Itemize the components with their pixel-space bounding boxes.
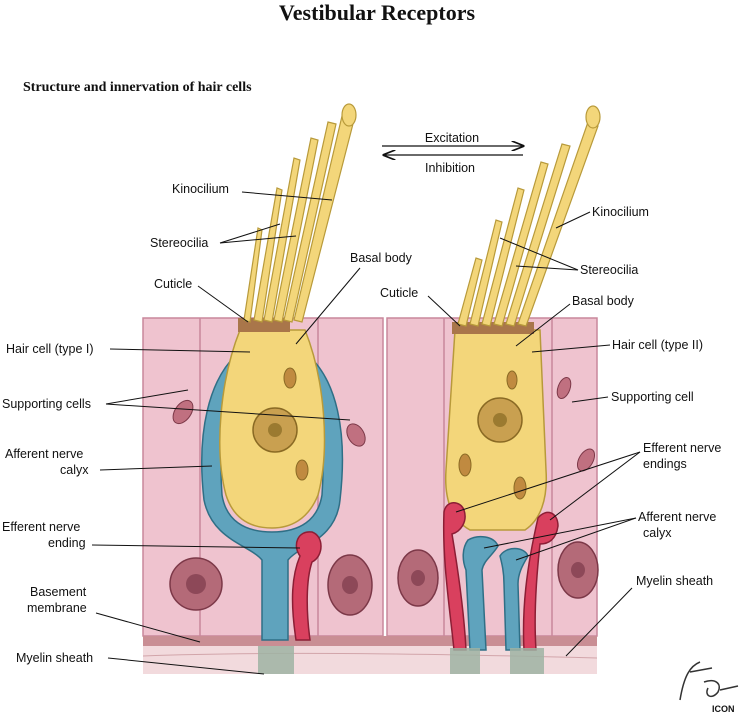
label-cuticle-left: Cuticle bbox=[154, 277, 192, 291]
label-myelin-right: Myelin sheath bbox=[636, 574, 713, 588]
left-hair-bundle bbox=[243, 103, 357, 323]
label-afferent-calyx-left-1: Afferent nerve bbox=[5, 447, 83, 461]
label-efferent-ending-1: Efferent nerve bbox=[2, 520, 80, 534]
right-hair-bundle bbox=[457, 105, 601, 327]
label-afferent-calyx-left-2: calyx bbox=[60, 463, 89, 477]
logo-text: ICON bbox=[712, 704, 735, 714]
label-afferent-calyx-right-2: calyx bbox=[643, 526, 672, 540]
label-efferent-endings-1: Efferent nerve bbox=[643, 441, 721, 455]
label-myelin-left: Myelin sheath bbox=[16, 651, 93, 665]
supporting-cell-nuclei bbox=[169, 376, 599, 616]
label-kinocilium-right: Kinocilium bbox=[592, 205, 649, 219]
label-efferent-endings-2: endings bbox=[643, 457, 687, 471]
hair-cell-type1 bbox=[201, 318, 344, 674]
excitation-label: Excitation bbox=[425, 131, 479, 145]
label-stereocilia-left: Stereocilia bbox=[150, 236, 208, 250]
label-stereocilia-right: Stereocilia bbox=[580, 263, 638, 277]
label-basal-body-right: Basal body bbox=[572, 294, 635, 308]
label-supporting-cell-right: Supporting cell bbox=[611, 390, 694, 404]
label-supporting-cells: Supporting cells bbox=[2, 397, 91, 411]
inhibition-label: Inhibition bbox=[425, 161, 475, 175]
diagram-subtitle: Structure and innervation of hair cells bbox=[23, 80, 252, 95]
label-afferent-calyx-right-1: Afferent nerve bbox=[638, 510, 716, 524]
label-basal-body-left: Basal body bbox=[350, 251, 413, 265]
page-title: Vestibular Receptors bbox=[278, 0, 476, 25]
label-basement-2: membrane bbox=[27, 601, 87, 615]
netter-signature: ICON bbox=[679, 661, 739, 714]
direction-arrows: Excitation Inhibition bbox=[382, 131, 523, 175]
label-cuticle-right: Cuticle bbox=[380, 286, 418, 300]
label-efferent-ending-2: ending bbox=[48, 536, 86, 550]
right-labels: Kinocilium Stereocilia Cuticle Basal bod… bbox=[380, 205, 721, 657]
label-hair-cell-type2: Hair cell (type II) bbox=[612, 338, 703, 352]
label-kinocilium-left: Kinocilium bbox=[172, 182, 229, 196]
label-hair-cell-type1: Hair cell (type I) bbox=[6, 342, 94, 356]
left-labels: Kinocilium Stereocilia Cuticle Basal bod… bbox=[2, 182, 413, 675]
label-basement-1: Basement bbox=[30, 585, 87, 599]
hair-cell-type2 bbox=[442, 322, 559, 674]
